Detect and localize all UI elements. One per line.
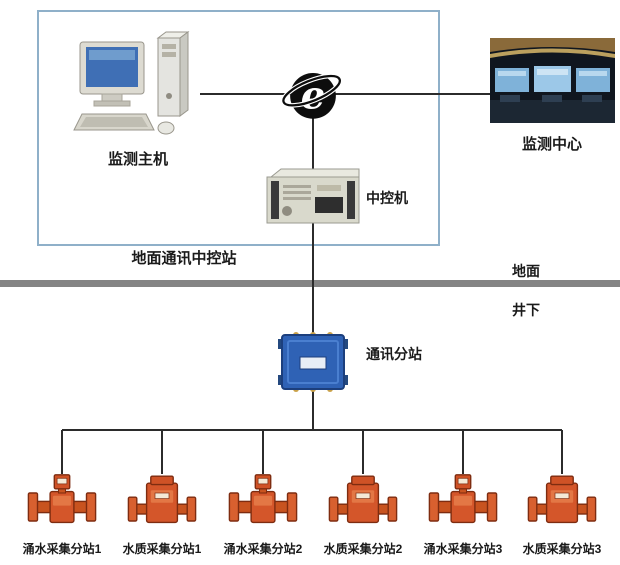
ground-station-boundary [37, 10, 440, 246]
control-room-image [490, 38, 615, 123]
device-label-1: 涌水采集分站1 [22, 542, 102, 556]
monitoring-center-label: 监测中心 [521, 136, 582, 153]
monitoring-host-label: 监测主机 [107, 151, 168, 168]
device-node-2 [127, 472, 197, 535]
monitoring-host-node [62, 30, 202, 142]
ground-divider-bar [0, 280, 620, 287]
quality-sensor-icon [527, 475, 597, 524]
control-server-node [265, 167, 361, 227]
device-label-5: 涌水采集分站3 [423, 542, 503, 556]
ground-station-label: 地面通讯中控站 [131, 250, 237, 267]
surface-label: 地面 [512, 263, 540, 279]
quality-sensor-icon [127, 475, 197, 524]
comm-substation-node [278, 331, 348, 393]
junction-box-icon [278, 332, 348, 392]
device-label-6: 水质采集分站3 [522, 542, 602, 556]
comm-substation-label: 通讯分站 [366, 346, 422, 362]
rack-server-icon [266, 168, 360, 224]
device-node-4 [328, 472, 398, 535]
device-label-3: 涌水采集分站2 [223, 542, 303, 556]
monitoring-center-node [490, 38, 615, 123]
internet-node: e [281, 63, 345, 127]
device-node-1 [27, 472, 97, 535]
flow-meter-icon [428, 474, 498, 524]
desktop-computer-icon [73, 31, 190, 135]
device-label-4: 水质采集分站2 [323, 542, 403, 556]
flow-meter-icon [228, 474, 298, 524]
underground-label: 井下 [512, 302, 540, 318]
flow-meter-icon [27, 474, 97, 524]
device-node-5 [428, 472, 498, 535]
control-server-label: 中控机 [366, 190, 408, 206]
device-label-2: 水质采集分站1 [122, 542, 202, 556]
device-node-6 [527, 472, 597, 535]
internet-e-icon: e [281, 73, 343, 119]
quality-sensor-icon [328, 475, 398, 524]
device-node-3 [228, 472, 298, 535]
